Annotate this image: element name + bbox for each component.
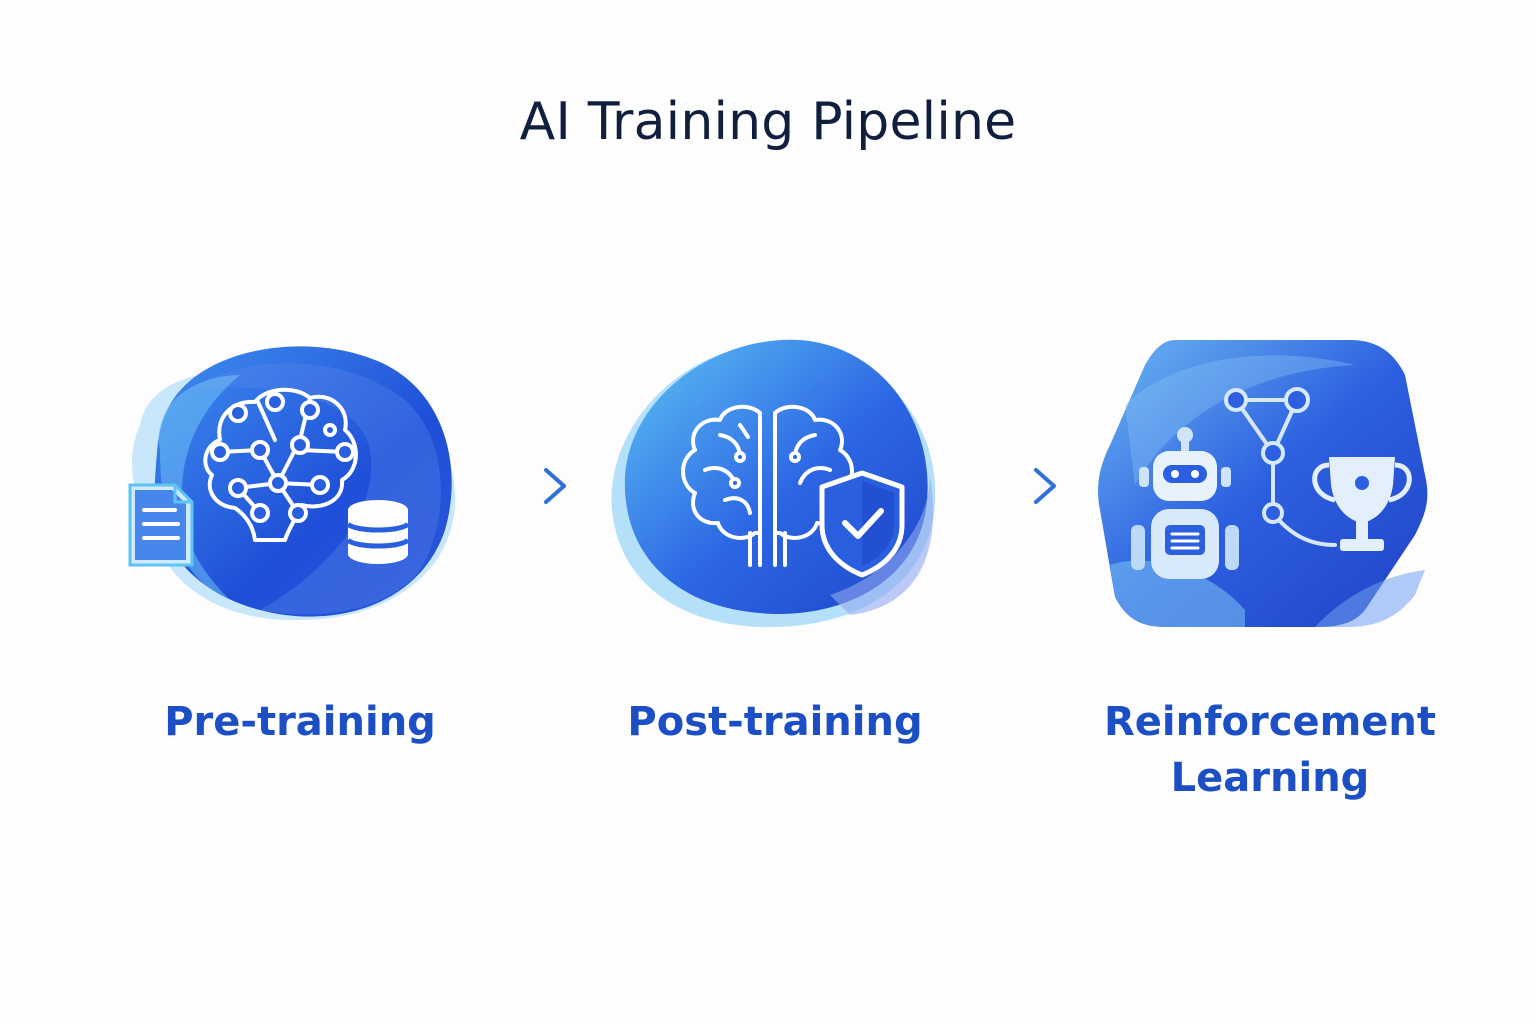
path-graph-icon [1224,387,1337,547]
step-label-line: Reinforcement [1104,699,1436,745]
robot-icon [1131,427,1239,579]
reinforcement-learning-badge [1098,340,1428,627]
neural-network-brain-icon [203,387,358,542]
shield-check-icon [819,470,905,578]
diagram-title: AI Training Pipeline [519,92,1017,152]
step-label-pre-training: Pre-training [164,699,436,745]
step-label-post-training: Post-training [627,699,923,745]
database-icon [346,500,410,564]
arrow-right-icon [970,468,1056,504]
pre-training-badge [128,346,456,621]
step-post-training [600,325,950,635]
step-reinforcement-learning [1095,335,1430,630]
post-training-badge [611,339,936,628]
document-icon [128,483,194,567]
arrow-right-icon [480,468,566,504]
trophy-icon [1312,457,1412,551]
step-label-line: Learning [1170,755,1370,801]
step-label-reinforcement-learning: Reinforcement Learning [1100,694,1440,806]
step-pre-training [120,330,480,630]
